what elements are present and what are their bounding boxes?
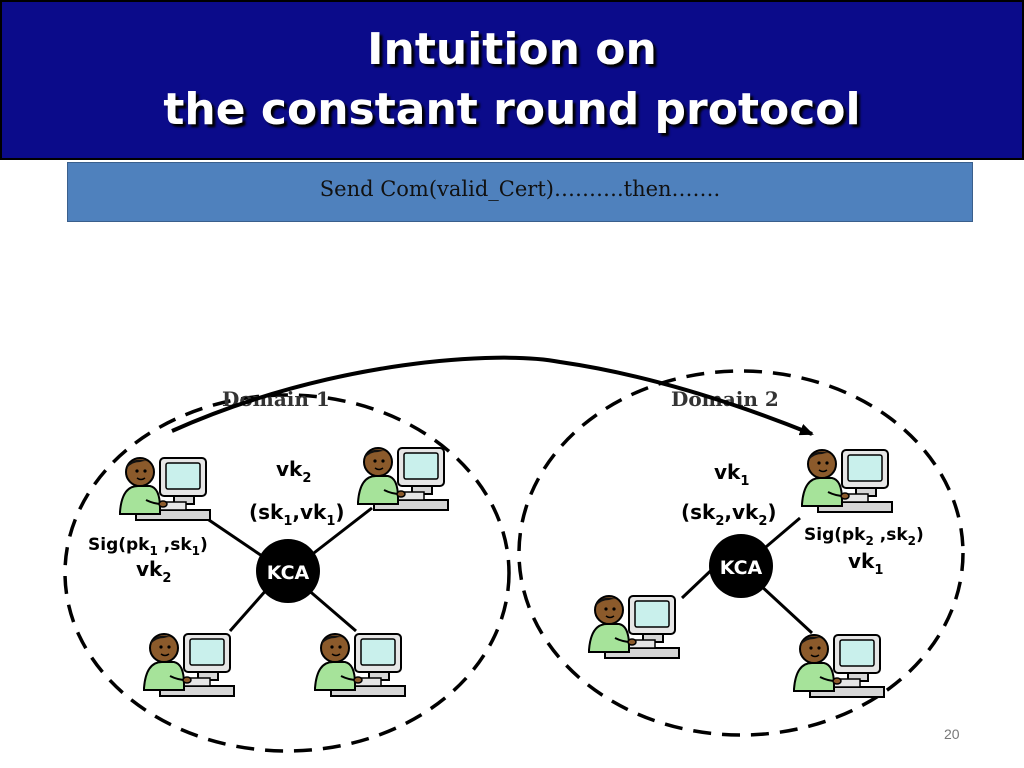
d1-signature: Sig(pk1 ,sk1)	[88, 535, 208, 558]
d2-vk: vk1	[848, 549, 883, 578]
subtitle-box: Send Com(valid_Cert)……….then…….	[67, 162, 973, 222]
d2-key-pair: (sk2,vk2)	[681, 500, 777, 529]
kca-label-domain-2: KCA	[720, 557, 763, 579]
kca-node-domain-1	[256, 539, 320, 603]
d2-signature: Sig(pk2 ,sk2)	[804, 525, 924, 548]
d2-top-vk: vk1	[714, 460, 749, 489]
user-d2-left	[588, 595, 680, 659]
kca-node-domain-2	[709, 534, 773, 598]
user-d2-bottom	[793, 634, 885, 698]
title-line-2: the constant round protocol	[163, 84, 861, 135]
link-d1-right	[309, 506, 373, 558]
d1-key-pair: (sk1,vk1)	[249, 500, 345, 529]
d1-top-vk: vk2	[276, 457, 311, 486]
d1-vk: vk2	[136, 557, 171, 586]
link-d1-bottom-left	[228, 587, 270, 632]
user-d1-bottom-left	[143, 633, 235, 697]
link-d1-left	[205, 516, 269, 562]
domain-2-boundary	[517, 369, 965, 737]
user-d1-right	[357, 447, 449, 511]
user-d1-bottom-right	[314, 633, 406, 697]
title-bar: Intuition on the constant round protocol	[0, 0, 1024, 160]
title-line-1: Intuition on	[367, 24, 657, 75]
user-d2-top	[801, 449, 893, 513]
slide-number: 20	[944, 726, 960, 742]
link-d1-bottom-right	[305, 586, 357, 633]
cross-domain-arrow	[171, 355, 814, 436]
link-d2-bottom-right	[758, 583, 814, 635]
kca-label-domain-1: KCA	[267, 562, 310, 584]
link-d2-right	[759, 516, 801, 554]
domain-1-boundary	[63, 393, 511, 753]
subtitle-text: Send Com(valid_Cert)……….then…….	[319, 177, 721, 201]
user-d1-left	[119, 457, 211, 521]
